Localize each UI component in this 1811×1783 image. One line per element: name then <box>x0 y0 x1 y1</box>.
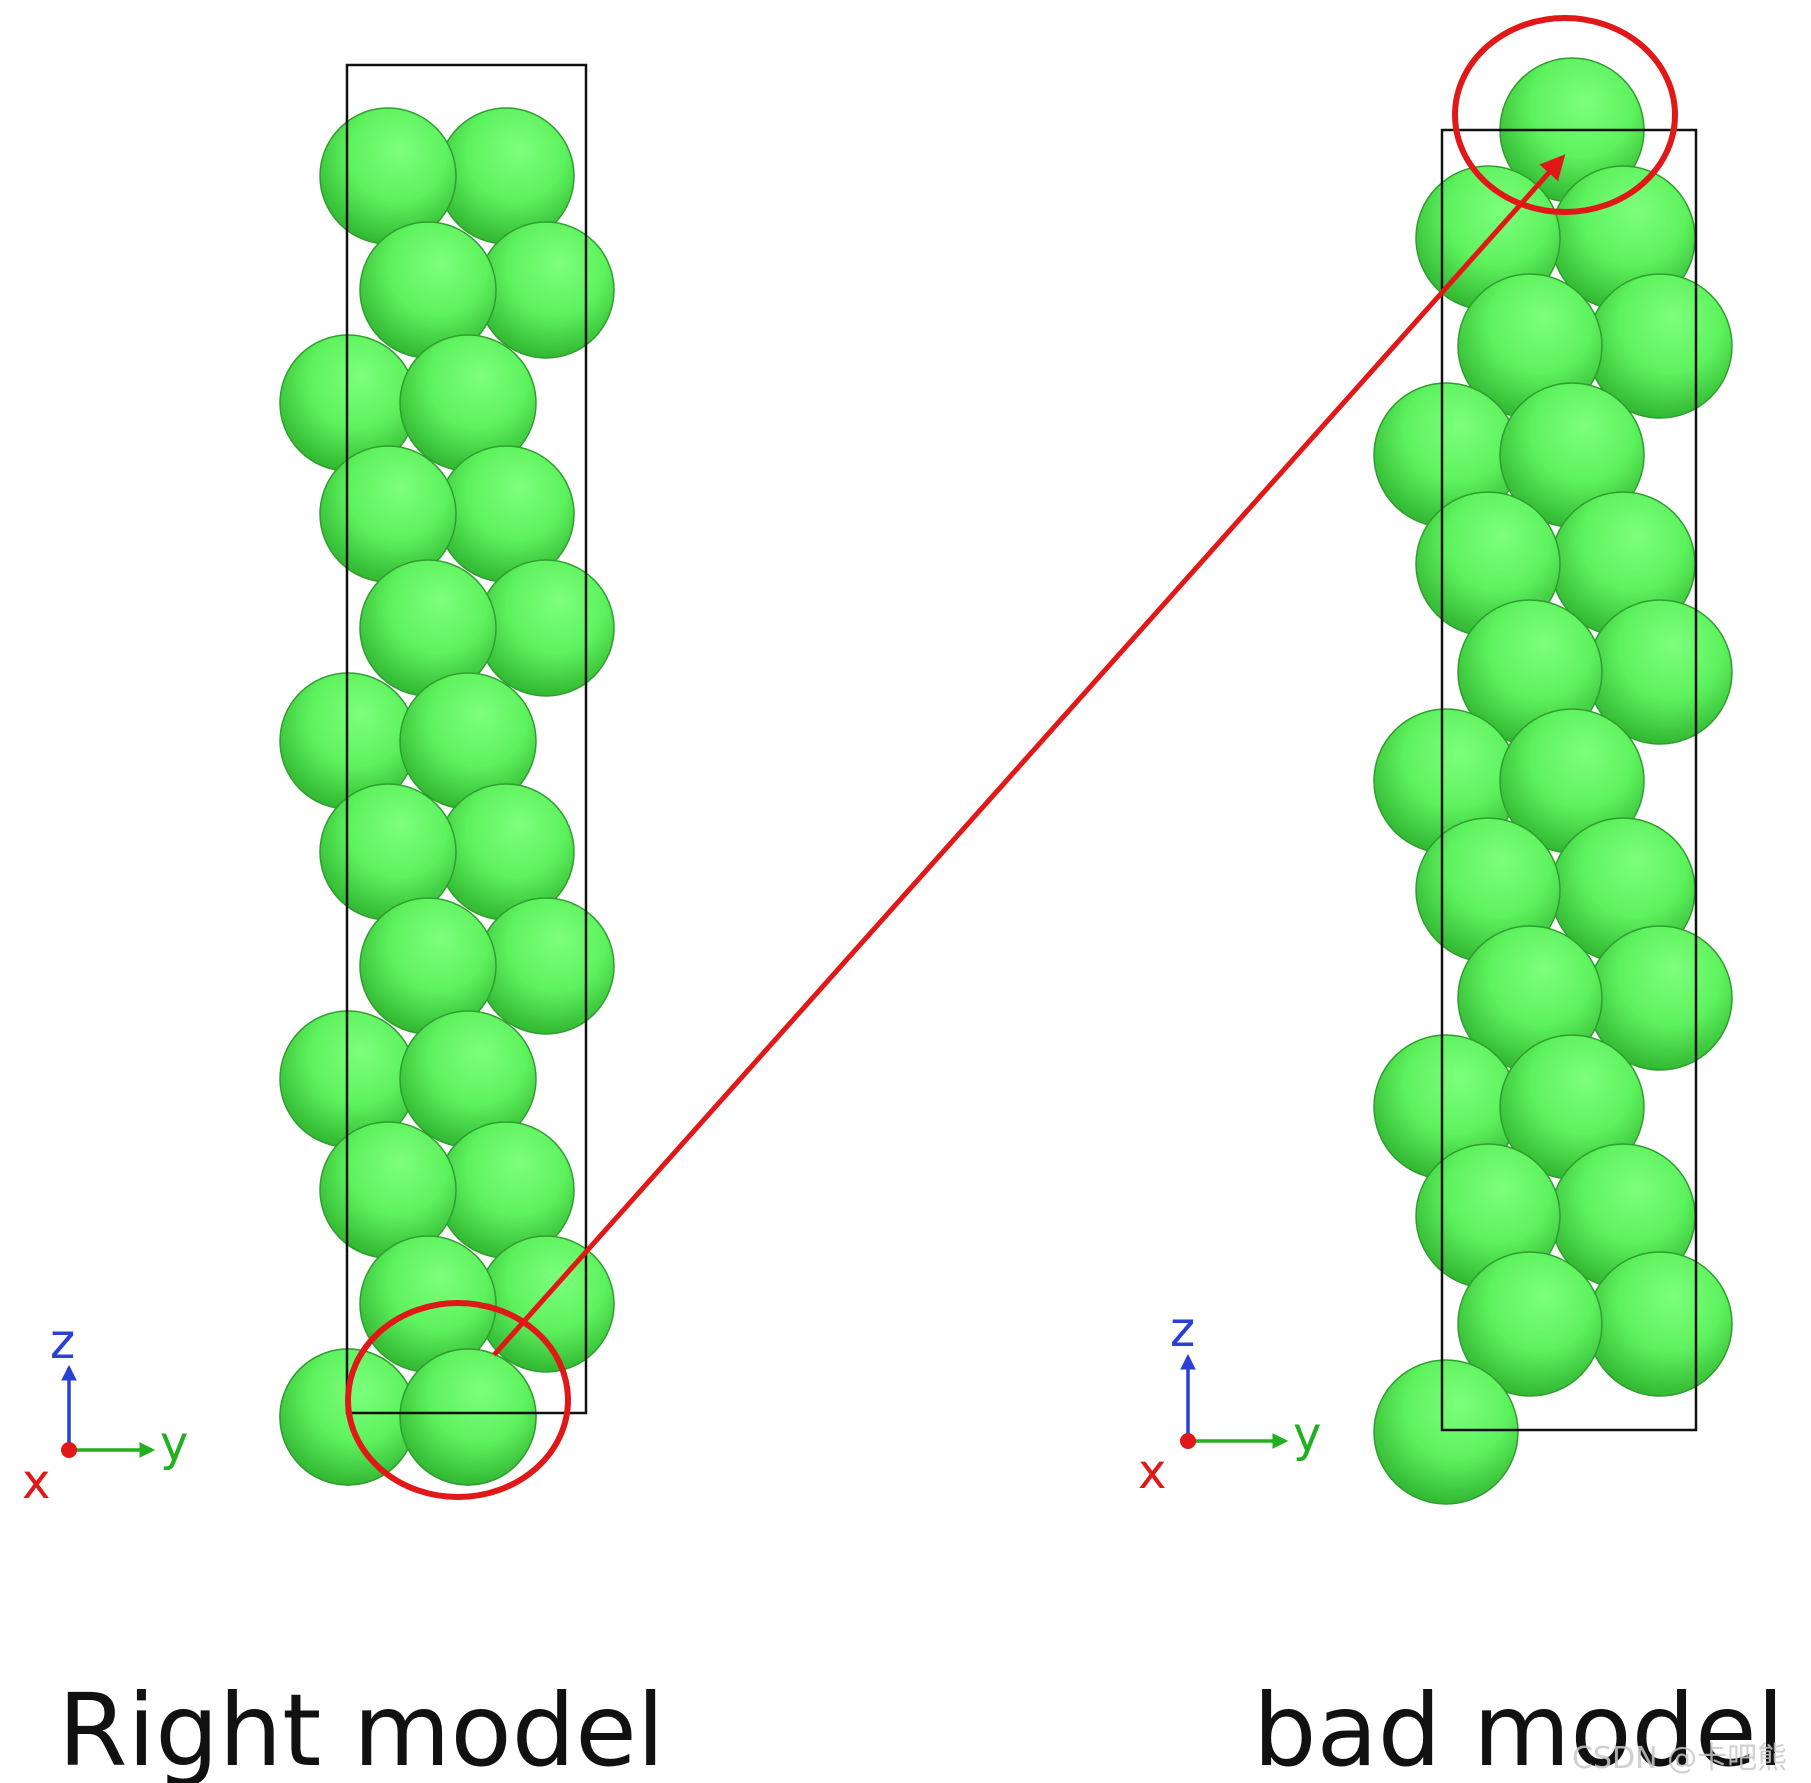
bad-model-cell-box <box>1440 128 1698 1432</box>
mapping-arrow <box>492 154 1566 1357</box>
atom <box>477 221 615 359</box>
bad-model-atoms <box>1373 57 1733 1505</box>
right-model-axis-triad: z y x <box>22 1314 188 1510</box>
bad-model-caption: bad model <box>1253 1672 1784 1783</box>
atom <box>1587 1251 1733 1397</box>
bad-model-panel <box>1373 15 1733 1505</box>
atom <box>477 559 615 697</box>
bad-model-highlight-circle <box>1452 15 1678 215</box>
atom <box>477 897 615 1035</box>
right-model-atoms <box>279 107 615 1486</box>
y-axis-label: y <box>1293 1407 1321 1463</box>
x-axis-label: x <box>1138 1444 1166 1500</box>
right-model-caption: Right model <box>58 1672 665 1783</box>
x-axis-label: x <box>22 1454 50 1510</box>
x-axis-dot <box>61 1442 77 1458</box>
watermark: CSDN @卡吧熊 <box>1572 1741 1787 1776</box>
atom <box>399 1348 537 1486</box>
z-axis-label: z <box>50 1314 75 1370</box>
right-model-panel <box>279 63 615 1500</box>
z-axis-label: z <box>1170 1302 1195 1358</box>
x-axis-dot <box>1180 1433 1196 1449</box>
y-axis-label: y <box>160 1416 188 1472</box>
right-model-highlight-circle <box>345 1300 571 1500</box>
bad-model-axis-triad: z y x <box>1138 1302 1321 1500</box>
atom <box>1373 1359 1519 1505</box>
atom <box>1457 1251 1603 1397</box>
right-model-cell-box <box>345 63 588 1415</box>
